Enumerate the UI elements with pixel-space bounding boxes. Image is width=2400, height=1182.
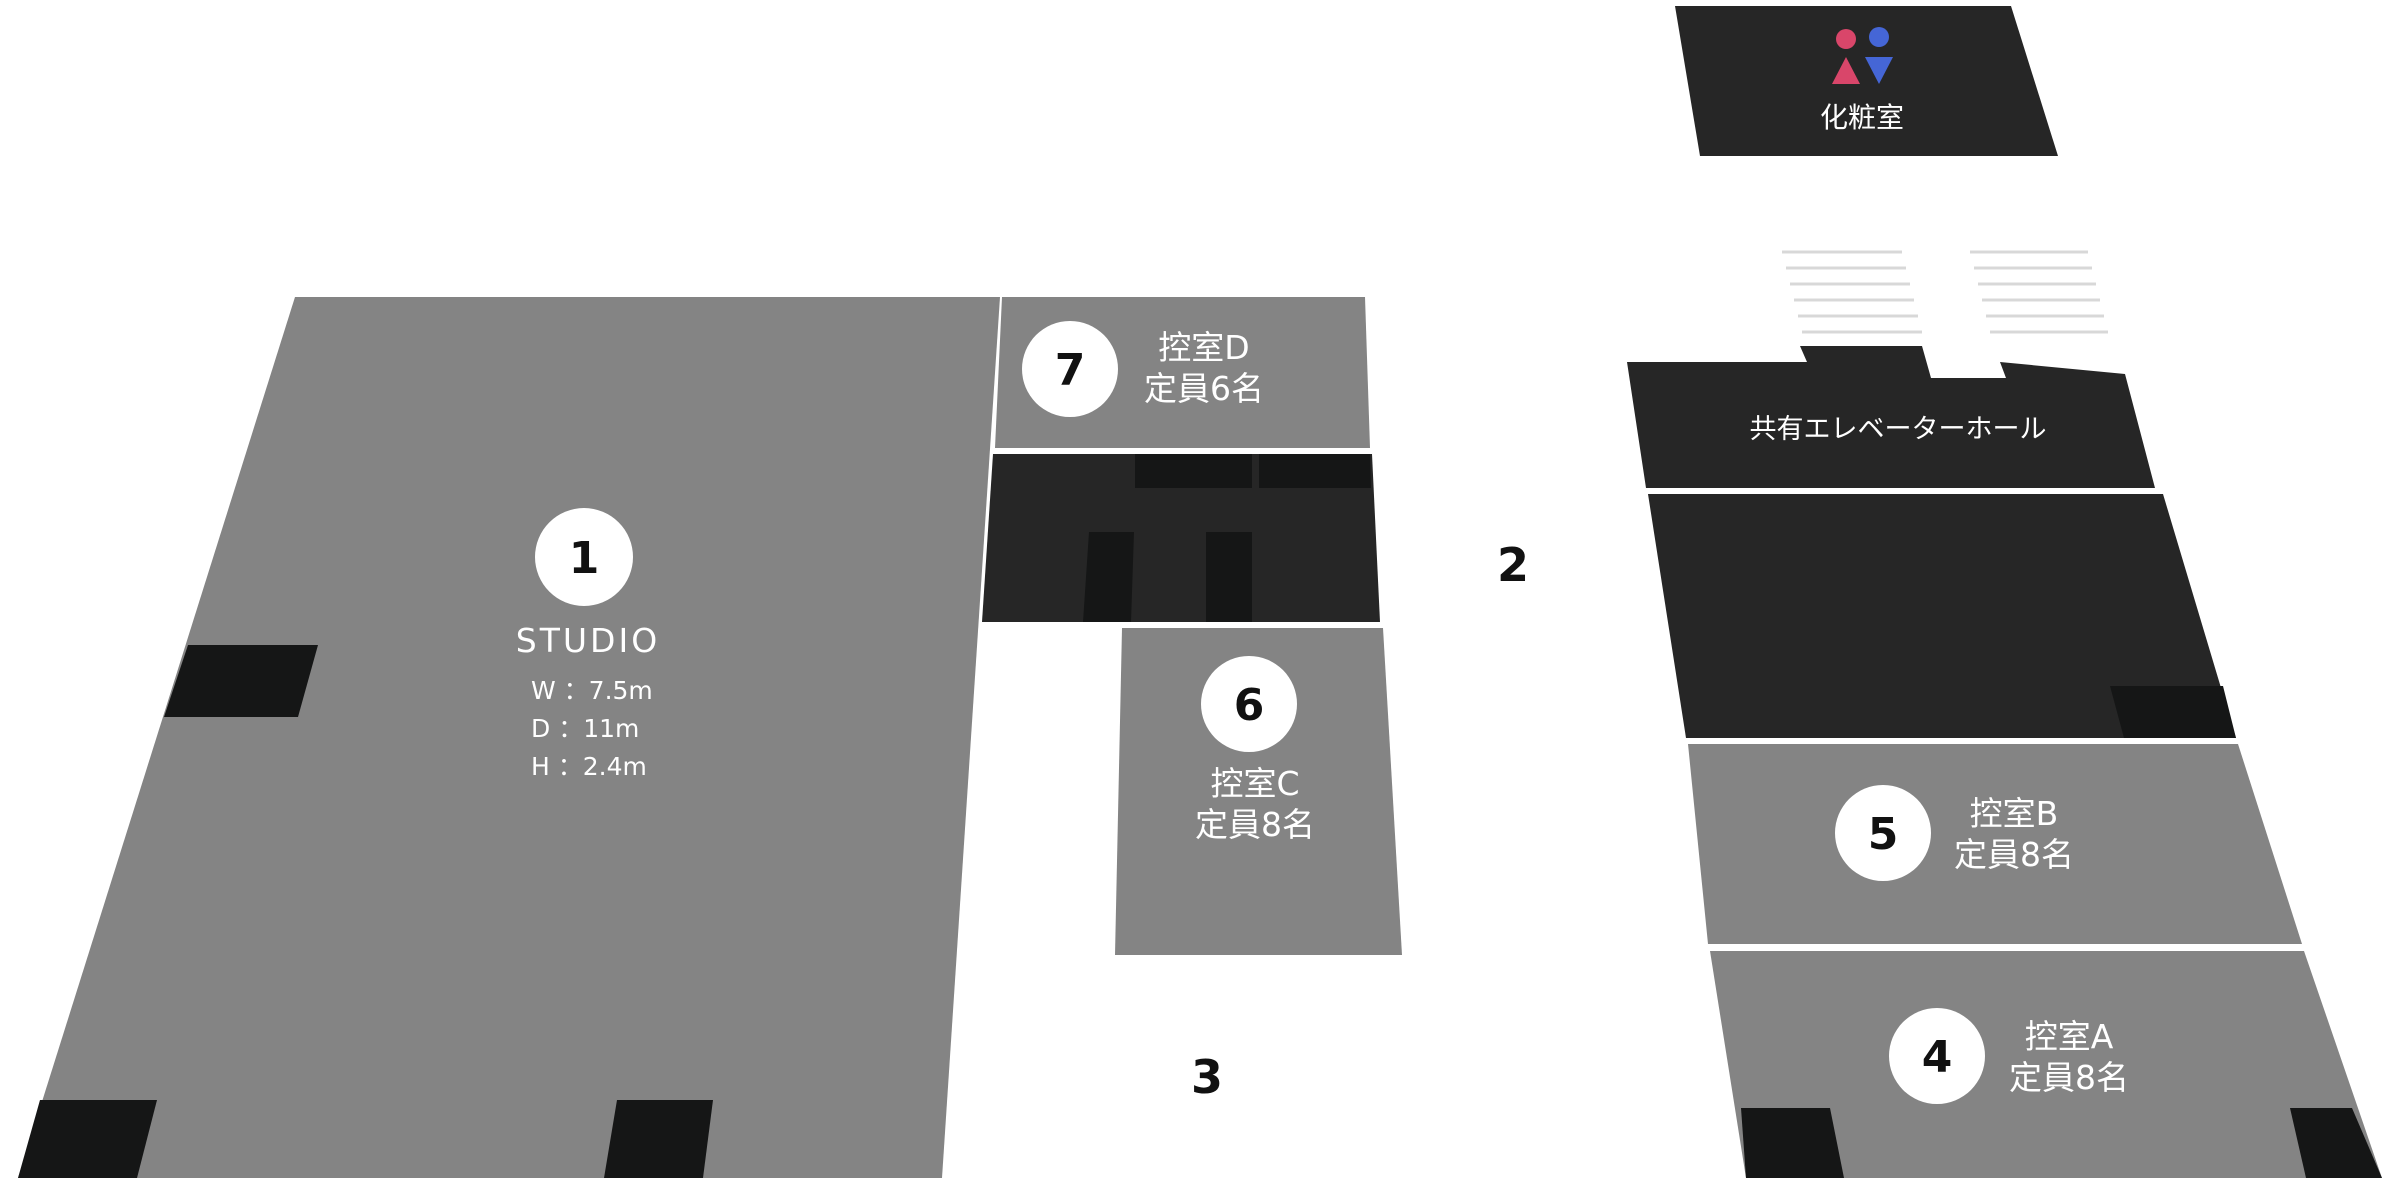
restroom-label: 化粧室 bbox=[1820, 101, 1904, 134]
waiting-a-number-circle bbox=[1889, 1008, 1985, 1104]
elevator-shaft-shade bbox=[2110, 686, 2236, 738]
studio-height: H ：2.4m bbox=[531, 752, 647, 781]
waiting-c-name: 控室C bbox=[1210, 764, 1299, 803]
male-head bbox=[1869, 27, 1889, 47]
restroom-icon bbox=[1832, 27, 1893, 84]
female-body bbox=[1832, 57, 1860, 84]
utility-block-shade-3 bbox=[1083, 532, 1134, 622]
waiting-a-dark-block-right bbox=[2290, 1108, 2382, 1178]
waiting-a-name: 控室A bbox=[2025, 1017, 2114, 1056]
room-waiting-c[interactable] bbox=[1115, 628, 1402, 955]
studio-depth: D ：11m bbox=[531, 714, 639, 743]
studio-dark-block-left bbox=[164, 645, 318, 717]
studio-number-circle bbox=[535, 508, 633, 606]
male-body bbox=[1865, 57, 1893, 84]
waiting-b-number: 5 bbox=[1868, 809, 1899, 860]
studio-width: W ：7.5m bbox=[531, 676, 653, 705]
waiting-d-capacity: 定員6名 bbox=[1144, 369, 1264, 408]
waiting-c-number: 6 bbox=[1234, 680, 1265, 731]
studio-number: 1 bbox=[569, 533, 600, 584]
room-waiting-b[interactable] bbox=[1688, 744, 2302, 944]
waiting-b-number-circle bbox=[1835, 785, 1931, 881]
female-head bbox=[1836, 29, 1856, 49]
waiting-d-number-circle bbox=[1022, 321, 1118, 417]
utility-block-shade-2 bbox=[1259, 454, 1371, 488]
restroom-area[interactable] bbox=[1675, 6, 2058, 156]
waiting-c-capacity: 定員8名 bbox=[1195, 805, 1315, 844]
elevator-hall-label: 共有エレベーターホール bbox=[1750, 414, 2047, 445]
stairs bbox=[1782, 250, 2108, 334]
studio-area[interactable] bbox=[18, 297, 1000, 1178]
corridor-2-number: 2 bbox=[1497, 538, 1529, 592]
waiting-b-capacity: 定員8名 bbox=[1954, 835, 2074, 874]
studio-dark-block-bottom-left bbox=[18, 1100, 157, 1178]
waiting-a-dark-block-left bbox=[1741, 1108, 1844, 1178]
utility-block-shade-4 bbox=[1206, 532, 1252, 622]
waiting-d-number: 7 bbox=[1055, 345, 1086, 396]
utility-block-shade-1 bbox=[1135, 454, 1252, 488]
waiting-a-capacity: 定員8名 bbox=[2009, 1058, 2129, 1097]
utility-block bbox=[982, 454, 1380, 622]
room-waiting-a[interactable] bbox=[1710, 951, 2382, 1178]
studio-dark-block-bottom-mid bbox=[604, 1100, 713, 1178]
waiting-c-number-circle bbox=[1201, 656, 1297, 752]
elevator-hall[interactable] bbox=[1627, 346, 2155, 488]
corridor-3-number: 3 bbox=[1191, 1050, 1223, 1104]
waiting-b-name: 控室B bbox=[1970, 794, 2059, 833]
waiting-d-name: 控室D bbox=[1158, 328, 1249, 367]
studio-label: STUDIO bbox=[516, 621, 660, 660]
waiting-a-number: 4 bbox=[1922, 1032, 1953, 1083]
elevator-shaft bbox=[1648, 494, 2236, 738]
